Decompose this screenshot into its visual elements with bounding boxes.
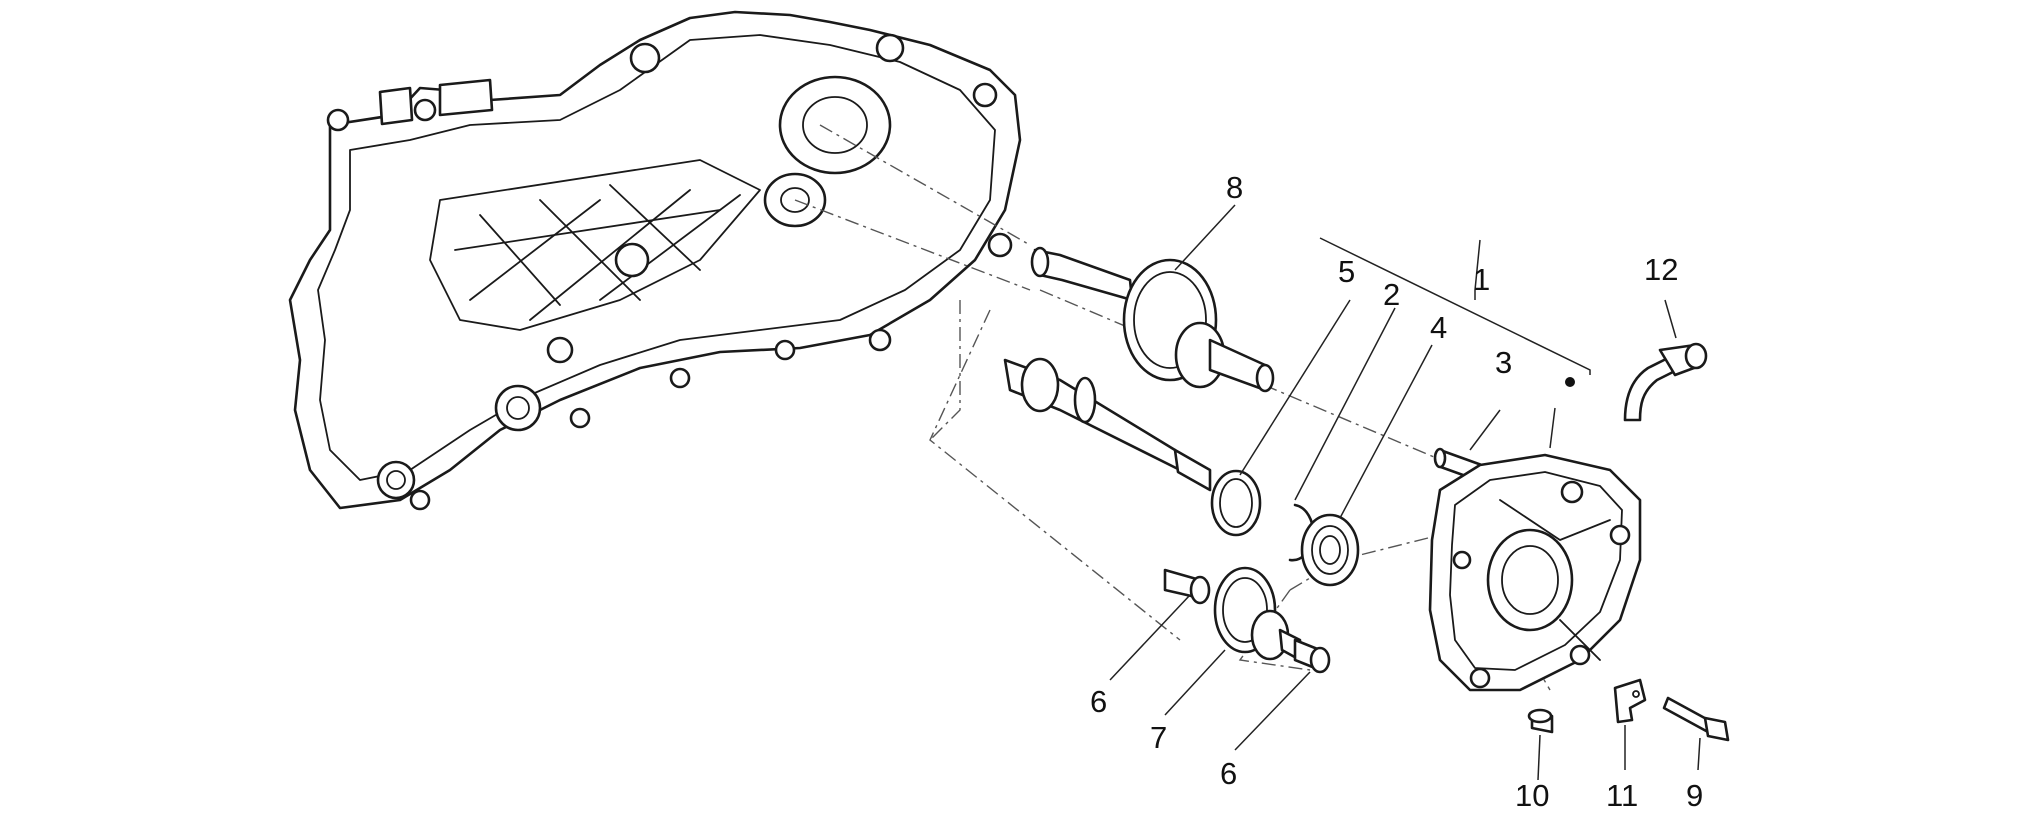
label-part-1: 1 — [1473, 262, 1490, 297]
label-part-9: 9 — [1686, 778, 1703, 813]
label-part-12: 12 — [1644, 252, 1678, 287]
part-7-pinion[interactable] — [1003, 357, 1302, 662]
label-part-8: 8 — [1226, 170, 1243, 205]
label-part-7: 7 — [1150, 720, 1167, 755]
part-11-bracket[interactable] — [1613, 678, 1647, 724]
part-9-bolt[interactable] — [1662, 696, 1730, 742]
part-6-bushing-left[interactable] — [1163, 568, 1211, 605]
label-part-10: 10 — [1515, 778, 1549, 813]
label-part-5: 5 — [1338, 254, 1355, 289]
label-part-3: 3 — [1495, 345, 1512, 380]
part-6-bushing-right[interactable] — [1293, 638, 1331, 674]
label-part-11: 11 — [1606, 778, 1638, 813]
label-part-4: 4 — [1430, 310, 1447, 345]
part-1-cover[interactable] — [1428, 453, 1642, 692]
part-4-bearing[interactable] — [1300, 513, 1360, 587]
part-12-hose[interactable] — [1623, 342, 1708, 422]
label-part-6-right: 6 — [1220, 756, 1237, 791]
part-8-gear-shaft[interactable] — [1030, 246, 1275, 393]
group-bracket — [1319, 237, 1591, 449]
part-10-plug[interactable] — [1527, 708, 1554, 734]
leader-lines — [1109, 204, 1701, 781]
label-part-6-left: 6 — [1090, 684, 1107, 719]
label-part-2: 2 — [1383, 277, 1400, 312]
crankcase[interactable] — [288, 10, 1022, 511]
part-5-ring[interactable] — [1210, 469, 1262, 537]
